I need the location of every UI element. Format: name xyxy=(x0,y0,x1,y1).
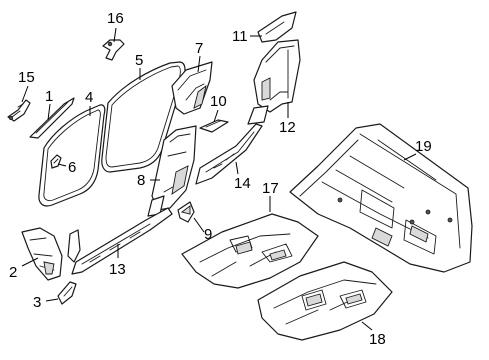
callout-4: 4 xyxy=(85,89,93,106)
callout-5: 5 xyxy=(135,52,143,69)
callout-17: 17 xyxy=(262,180,279,197)
callout-7: 7 xyxy=(195,40,203,57)
callout-1: 1 xyxy=(45,88,53,105)
callout-15: 15 xyxy=(18,69,35,86)
part-8-lower-pillar-trim xyxy=(147,125,197,217)
part-17-front-carpet xyxy=(181,213,319,289)
part-18-rear-carpet xyxy=(257,261,393,341)
callout-12: 12 xyxy=(279,119,296,136)
part-9-bracket xyxy=(177,201,195,223)
callout-18: 18 xyxy=(369,331,386,348)
callout-19: 19 xyxy=(415,138,432,155)
callout-9: 9 xyxy=(204,226,212,243)
part-16-clip xyxy=(102,39,125,61)
part-7-upper-pillar-trim xyxy=(171,61,213,115)
part-19-floor-pan xyxy=(289,123,473,273)
callout-11: 11 xyxy=(232,28,248,45)
callout-3: 3 xyxy=(33,294,41,311)
part-2-kick-panel xyxy=(21,227,63,281)
part-13-sill-plate xyxy=(67,207,173,275)
part-14-kick-plate xyxy=(195,123,263,185)
part-12-rear-pillar-trim xyxy=(247,39,301,125)
part-1-trim-strip xyxy=(29,97,75,139)
part-4-door-seal xyxy=(38,104,106,207)
callout-14: 14 xyxy=(234,175,251,192)
part-3-clip xyxy=(57,281,77,305)
part-6-clip xyxy=(50,154,62,169)
callout-8: 8 xyxy=(137,172,145,189)
callout-6: 6 xyxy=(68,159,76,176)
callout-labels: 1 2 3 4 5 6 7 8 9 10 11 12 13 14 15 16 1… xyxy=(9,10,432,348)
callout-2: 2 xyxy=(9,264,17,281)
callout-16: 16 xyxy=(107,10,124,27)
part-15-bracket xyxy=(7,99,31,122)
callout-10: 10 xyxy=(210,93,227,110)
part-11-trim-cap xyxy=(257,11,297,43)
part-10-pad xyxy=(199,119,229,133)
callout-13: 13 xyxy=(109,261,126,278)
part-5-rear-door-seal xyxy=(101,61,186,173)
leader-lines xyxy=(21,27,417,331)
